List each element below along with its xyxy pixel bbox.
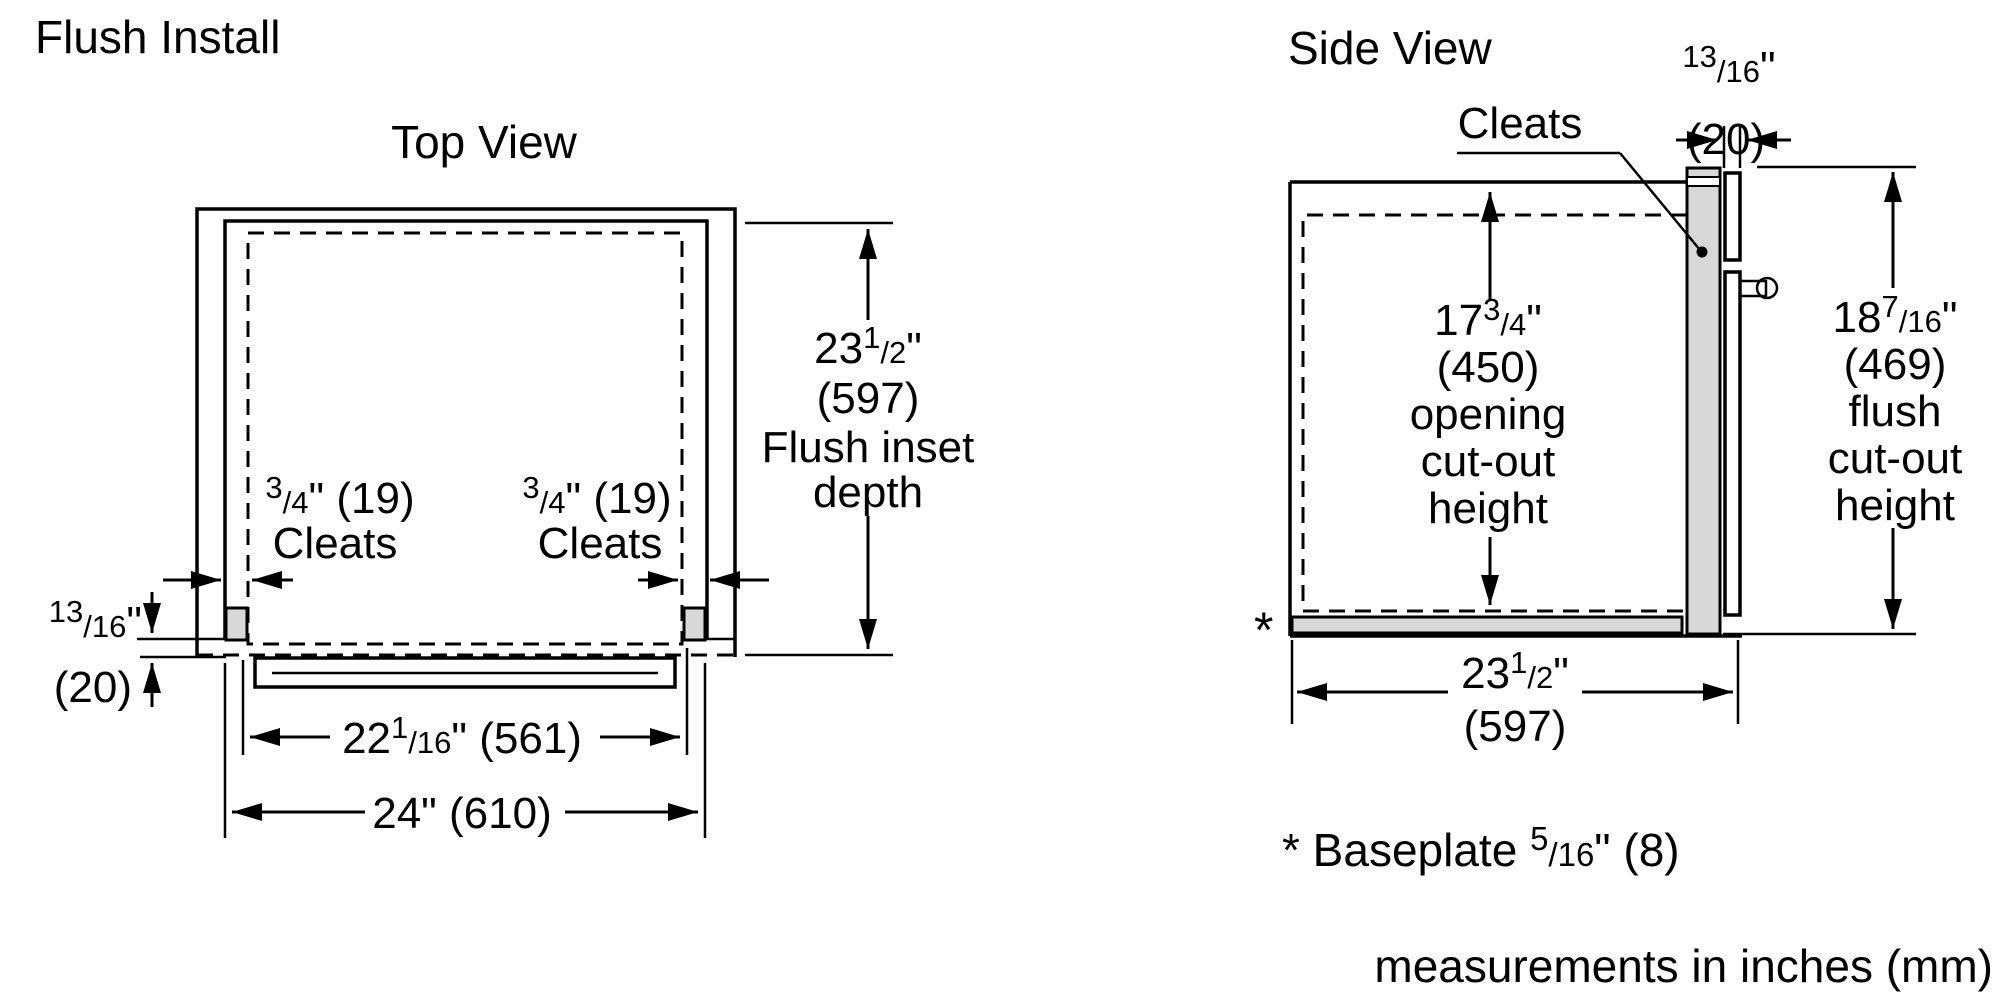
cleats-leader-line	[1619, 152, 1701, 251]
top-view: Top View 231/2" (597) Flush inset depth …	[49, 116, 975, 838]
front-inset-dimension-text: 13/16"	[49, 594, 142, 647]
depth-caption-line1: Flush inset	[762, 423, 975, 472]
cleat-right	[682, 606, 707, 642]
opening-height-caption-line2: cut-out	[1421, 437, 1556, 486]
door-upper-panel	[1723, 171, 1742, 262]
door-lower-panel	[1723, 270, 1742, 617]
baseplate	[1290, 615, 1684, 635]
door-knob	[1755, 276, 1779, 300]
cleat-right-dimension-text: 3/4" (19)	[522, 470, 671, 523]
flush-height-caption-line1: flush	[1849, 387, 1942, 436]
side-width-dimension-mm: (597)	[1464, 702, 1567, 751]
cutout-dashed-outline	[246, 231, 684, 646]
depth-dimension-mm: (597)	[817, 374, 920, 423]
depth-caption-line2: depth	[813, 468, 923, 517]
opening-height-dimension-mm: (450)	[1437, 343, 1540, 392]
baseplate-note: * Baseplate 5/16" (8)	[1282, 820, 1680, 876]
opening-height-caption-line1: opening	[1410, 390, 1567, 439]
outer-wall-outline	[195, 207, 737, 657]
side-width-dimension-text: 231/2"	[1461, 645, 1569, 698]
flush-height-caption-line2: cut-out	[1828, 434, 1963, 483]
cleat-left	[224, 606, 249, 642]
inner-wall-outline	[223, 219, 709, 639]
footnotes: * Baseplate 5/16" (8) measurements in in…	[1282, 820, 1993, 992]
flush-height-dimension-mm: (469)	[1844, 340, 1947, 389]
cleats-label: Cleats	[1458, 99, 1583, 148]
top-view-title: Top View	[391, 116, 578, 168]
cleat-left-dimension-text: 3/4" (19)	[265, 470, 414, 523]
cleat-left-label: Cleats	[273, 519, 398, 568]
front-inset-dimension-mm: (20)	[54, 663, 132, 712]
cleat-strip-notch	[1686, 176, 1721, 187]
cleat-strip	[1685, 166, 1722, 636]
door-front-outline	[253, 656, 677, 689]
side-view-title: Side View	[1288, 22, 1493, 74]
opening-height-dimension-text: 173/4"	[1434, 292, 1542, 345]
flush-height-dimension-text: 187/16"	[1833, 289, 1958, 342]
door-proud-dimension-text: 13/16"	[1682, 39, 1775, 92]
cleats-leader-dot	[1696, 246, 1708, 258]
cleat-right-label: Cleats	[538, 519, 663, 568]
baseplate-asterisk: *	[1254, 602, 1273, 658]
side-view: Side View * Cleats 13/16" (20) 173/4" (4	[1254, 22, 1962, 751]
page-heading: Flush Install	[35, 11, 280, 63]
opening-height-caption-line3: height	[1428, 484, 1548, 533]
overall-width-dimension-text: 24" (610)	[372, 789, 552, 838]
door-knob-stem	[1738, 279, 1768, 298]
depth-dimension-text: 231/2"	[814, 320, 922, 373]
flush-height-caption-line3: height	[1835, 481, 1955, 530]
units-note: measurements in inches (mm)	[1374, 940, 1993, 992]
opening-width-dimension-text: 221/16" (561)	[342, 710, 582, 763]
